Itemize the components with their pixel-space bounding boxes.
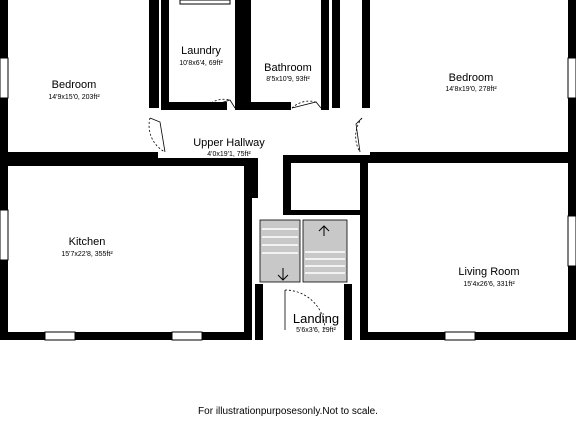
room-name-upper-hallway: Upper Hallway xyxy=(193,137,265,149)
room-dims-kitchen: 15'7x22'8, 355ft² xyxy=(61,251,113,258)
room-dims-bathroom: 8'5x10'9, 93ft² xyxy=(266,76,310,83)
room-dims-laundry: 10'8x6'4, 69ft² xyxy=(179,60,223,67)
room-name-laundry: Laundry xyxy=(181,45,221,57)
stairs-down-flight xyxy=(259,219,301,283)
stairs xyxy=(259,219,348,283)
room-name-kitchen: Kitchen xyxy=(68,236,106,248)
arrow-down-icon xyxy=(277,268,289,281)
arrow-up-icon xyxy=(318,225,330,236)
windows xyxy=(0,0,576,341)
room-name-bedroom-left: Bedroom xyxy=(51,79,97,91)
room-name-landing: Landing xyxy=(292,311,340,326)
room-name-bedroom-right: Bedroom xyxy=(448,72,494,84)
stairs-up-flight xyxy=(302,219,348,283)
walls xyxy=(0,0,576,340)
room-name-living-room: Living Room xyxy=(458,266,520,278)
doors xyxy=(148,98,363,331)
room-dims-bedroom-right: 14'8x19'0, 278ft² xyxy=(445,86,497,93)
room-dims-upper-hallway: 4'0x19'1, 75ft² xyxy=(207,151,251,158)
room-dims-landing: 5'6x3'6, 19ft² xyxy=(296,327,336,334)
disclaimer-footer: For illustrationpurposesonly.Not to scal… xyxy=(198,406,378,417)
room-dims-bedroom-left: 14'9x15'0, 203ft² xyxy=(48,94,100,101)
room-name-bathroom: Bathroom xyxy=(264,62,312,74)
room-dims-living-room: 15'4x26'6, 331ft² xyxy=(463,281,515,288)
